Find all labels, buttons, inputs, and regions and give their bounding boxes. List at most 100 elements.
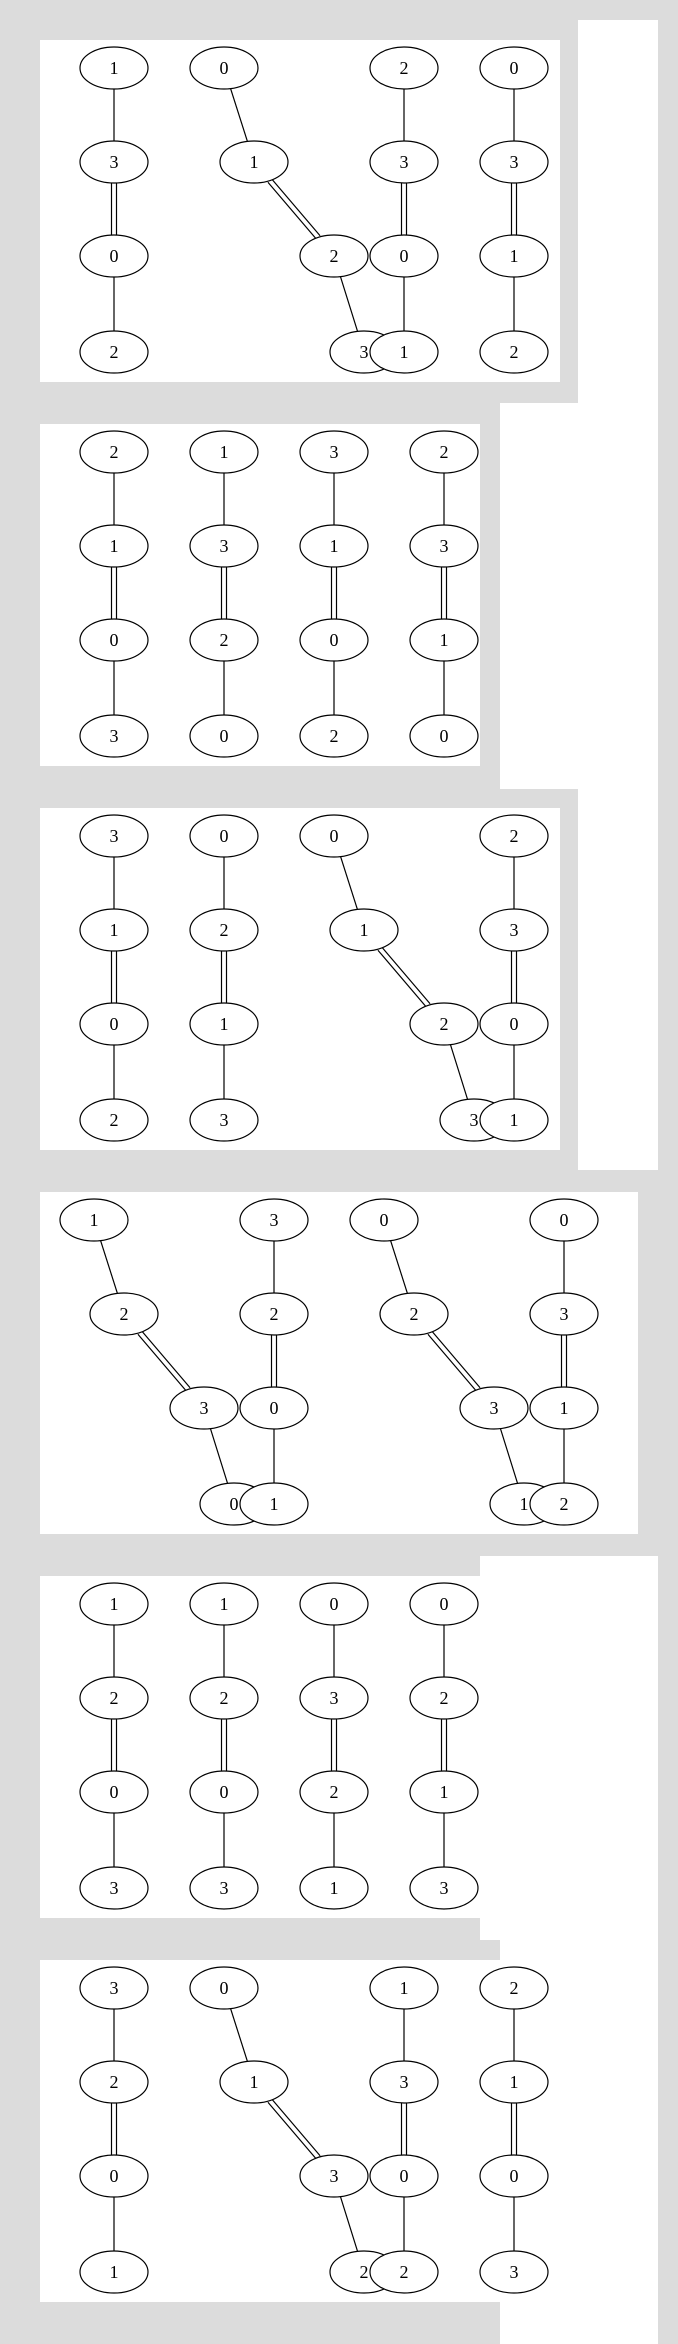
node-label: 1: [90, 1210, 99, 1230]
node-label: 0: [230, 1494, 239, 1514]
graph-node: 0: [479, 46, 549, 90]
double-edge-line: [271, 2098, 321, 2157]
node-ellipse: [79, 46, 149, 90]
graph-node: 1: [189, 430, 259, 474]
node-label: 0: [220, 826, 229, 846]
node-label: 1: [510, 2072, 519, 2092]
graph-node: 1: [59, 1198, 129, 1242]
node-label: 3: [220, 1110, 229, 1130]
node-label: 2: [360, 2262, 369, 2282]
double-edge-line: [137, 1333, 187, 1392]
node-label: 0: [380, 1210, 389, 1230]
graph-node: 1: [369, 1966, 439, 2010]
double-edge-line: [267, 2101, 317, 2160]
node-ellipse: [299, 2154, 369, 2198]
graph-node: 3: [79, 814, 149, 858]
node-label: 3: [510, 2262, 519, 2282]
node-label: 0: [510, 1014, 519, 1034]
graph-node: 2: [299, 234, 369, 278]
node-ellipse: [189, 1966, 259, 2010]
graph-node: 2: [239, 1292, 309, 1336]
node-ellipse: [169, 1386, 239, 1430]
node-ellipse: [239, 1482, 309, 1526]
node-ellipse: [369, 140, 439, 184]
node-label: 2: [440, 442, 449, 462]
node-label: 0: [110, 1782, 119, 1802]
graph-node: 3: [369, 140, 439, 184]
node-ellipse: [79, 1866, 149, 1910]
graph-node: 1: [479, 1098, 549, 1142]
edge-line: [340, 856, 358, 910]
node-ellipse: [299, 1770, 369, 1814]
node-ellipse: [479, 1002, 549, 1046]
graph-node: 1: [219, 140, 289, 184]
double-edge-line: [431, 1330, 481, 1389]
node-ellipse: [479, 2250, 549, 2294]
node-ellipse: [369, 2154, 439, 2198]
node-ellipse: [79, 234, 149, 278]
graph-node: 1: [479, 2060, 549, 2104]
graph-node: 3: [189, 524, 259, 568]
node-ellipse: [369, 330, 439, 374]
graph-node: 3: [79, 714, 149, 758]
node-ellipse: [189, 1582, 259, 1626]
node-label: 3: [560, 1304, 569, 1324]
node-ellipse: [299, 1582, 369, 1626]
node-label: 1: [400, 1978, 409, 1998]
node-label: 2: [510, 1978, 519, 1998]
node-ellipse: [79, 1966, 149, 2010]
node-ellipse: [479, 908, 549, 952]
graph-node: 1: [329, 908, 399, 952]
node-label: 1: [510, 246, 519, 266]
node-label: 1: [520, 1494, 529, 1514]
double-edge-line: [377, 949, 427, 1008]
node-ellipse: [189, 1676, 259, 1720]
node-label: 3: [220, 536, 229, 556]
node-ellipse: [529, 1292, 599, 1336]
graph-node: 3: [529, 1292, 599, 1336]
graph-node: 3: [409, 524, 479, 568]
node-label: 0: [330, 1594, 339, 1614]
node-ellipse: [479, 330, 549, 374]
node-label: 2: [560, 1494, 569, 1514]
node-ellipse: [369, 46, 439, 90]
node-ellipse: [479, 1966, 549, 2010]
node-label: 3: [400, 152, 409, 172]
node-ellipse: [79, 140, 149, 184]
node-label: 2: [510, 342, 519, 362]
graph-node: 2: [79, 430, 149, 474]
graph-node: 0: [299, 618, 369, 662]
graph-node: 0: [189, 46, 259, 90]
node-ellipse: [479, 234, 549, 278]
node-ellipse: [479, 1098, 549, 1142]
graph-node: 1: [239, 1482, 309, 1526]
graph-node: 3: [189, 1866, 259, 1910]
node-label: 3: [330, 1688, 339, 1708]
graph-node: 2: [299, 1770, 369, 1814]
node-ellipse: [349, 1198, 419, 1242]
node-ellipse: [79, 430, 149, 474]
node-label: 3: [440, 536, 449, 556]
node-label: 1: [220, 1594, 229, 1614]
node-ellipse: [79, 2060, 149, 2104]
graph-node: 0: [79, 234, 149, 278]
edge-line: [209, 1428, 229, 1484]
node-label: 2: [410, 1304, 419, 1324]
node-ellipse: [409, 618, 479, 662]
node-label: 0: [220, 58, 229, 78]
graph-node: 2: [189, 1676, 259, 1720]
graph-node: 0: [409, 1582, 479, 1626]
node-ellipse: [479, 46, 549, 90]
node-ellipse: [409, 1582, 479, 1626]
node-label: 0: [400, 2166, 409, 2186]
graph-node: 1: [79, 908, 149, 952]
graph-node: 1: [409, 1770, 479, 1814]
node-label: 1: [110, 536, 119, 556]
graph-node: 2: [479, 330, 549, 374]
